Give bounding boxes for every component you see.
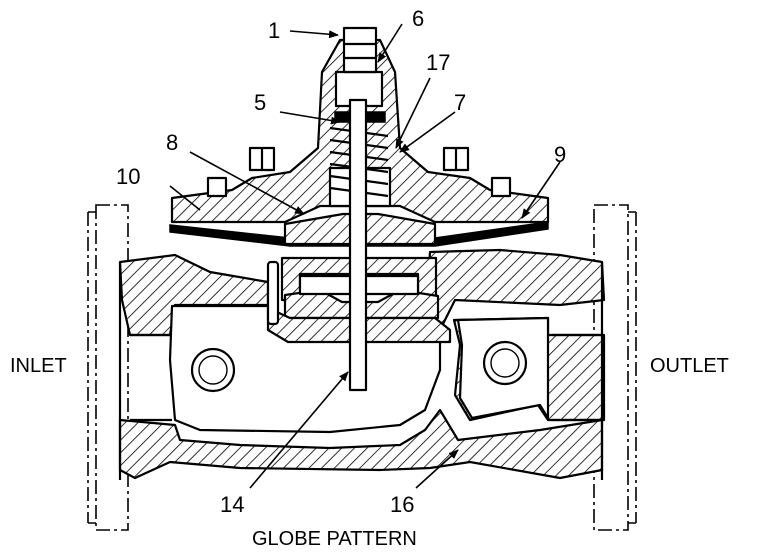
callout-14: 14 [220, 492, 244, 517]
outlet-port [482, 340, 528, 386]
inlet-port [190, 347, 236, 393]
callout-7: 7 [454, 90, 466, 115]
callout-6: 6 [412, 6, 424, 31]
callout-10: 10 [116, 164, 140, 189]
stem [348, 98, 368, 392]
callout-1: 1 [268, 18, 280, 43]
inlet-label: INLET [10, 355, 67, 377]
callout-5: 5 [254, 90, 266, 115]
cover-bolts [206, 146, 512, 198]
callout-17: 17 [426, 50, 450, 75]
callout-8: 8 [166, 130, 178, 155]
callout-leaders [169, 23, 561, 489]
callout-16: 16 [390, 492, 414, 517]
diagram-caption: GLOBE PATTERN [252, 528, 417, 550]
valve-body [118, 248, 606, 480]
outlet-label: OUTLET [650, 355, 729, 377]
inlet-flange [87, 204, 129, 531]
callout-9: 9 [554, 142, 566, 167]
